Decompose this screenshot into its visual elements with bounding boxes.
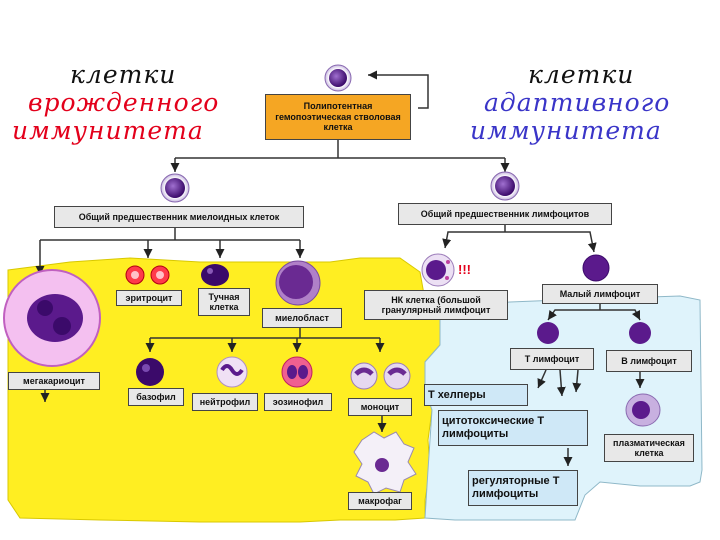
- macrophage-cell-icon: [353, 431, 417, 495]
- nk-highlight-marker: !!!: [458, 262, 471, 277]
- monocyte-cell-icon: [350, 362, 411, 390]
- stem-cell-box: Полипотентная гемопоэтическая стволовая …: [265, 94, 411, 140]
- eosinophil-box: эозинофил: [264, 393, 332, 411]
- plasma-cell-icon: [625, 393, 661, 427]
- adaptive-heading-line1: клетки: [528, 60, 635, 89]
- myeloid-precursor-cell-icon: [160, 173, 190, 203]
- megakaryocyte-cell-icon: [3, 269, 101, 367]
- neutrophil-box: нейтрофил: [192, 393, 258, 411]
- nk-cell-box: НК клетка (большой гранулярный лимфоцит: [364, 290, 508, 320]
- t-helpers-box: Т хелперы: [424, 384, 528, 406]
- small-lymphocyte-box: Малый лимфоцит: [542, 284, 658, 304]
- regulatory-t-box: регуляторные Т лимфоциты: [468, 470, 578, 506]
- monocyte-box: моноцит: [348, 398, 412, 416]
- eosinophil-cell-icon: [281, 356, 313, 388]
- cytotoxic-t-box: цитотоксические Т лимфоциты: [438, 410, 588, 446]
- stem-cell-icon: [324, 64, 352, 92]
- adaptive-heading-line3: иммунитета: [470, 116, 662, 145]
- myeloblast-box: миелобласт: [262, 308, 342, 328]
- myeloblast-cell-icon: [275, 260, 321, 306]
- b-lymphocyte-cell-icon: [629, 322, 651, 344]
- t-lymphocyte-box: Т лимфоцит: [510, 348, 594, 370]
- neutrophil-cell-icon: [216, 356, 248, 388]
- basophil-box: базофил: [128, 388, 184, 406]
- myeloid-precursor-box: Общий предшественник миелоидных клеток: [54, 206, 304, 228]
- mast-cell-box: Тучная клетка: [198, 288, 250, 316]
- lymphoid-precursor-box: Общий предшественник лимфоцитов: [398, 203, 612, 225]
- b-lymphocyte-box: В лимфоцит: [606, 350, 692, 372]
- plasma-cell-box: плазматическая клетка: [604, 434, 694, 462]
- basophil-cell-icon: [136, 358, 164, 386]
- nk-cell-icon: [421, 253, 455, 287]
- lymphoid-precursor-cell-icon: [490, 171, 520, 201]
- erythrocyte-box: эритроцит: [116, 290, 182, 306]
- mast-cell-icon: [201, 264, 229, 286]
- adaptive-heading-line2: адаптивного: [484, 88, 671, 117]
- macrophage-box: макрофаг: [348, 492, 412, 510]
- innate-heading-line3: иммунитета: [12, 116, 204, 145]
- megakaryocyte-box: мегакариоцит: [8, 372, 100, 390]
- erythrocyte-cell-icon: [125, 265, 170, 285]
- t-lymphocyte-cell-icon: [537, 322, 559, 344]
- small-lymphocyte-cell-icon: [582, 254, 610, 282]
- innate-heading-line1: клетки: [70, 60, 177, 89]
- innate-heading-line2: врожденного: [28, 88, 220, 117]
